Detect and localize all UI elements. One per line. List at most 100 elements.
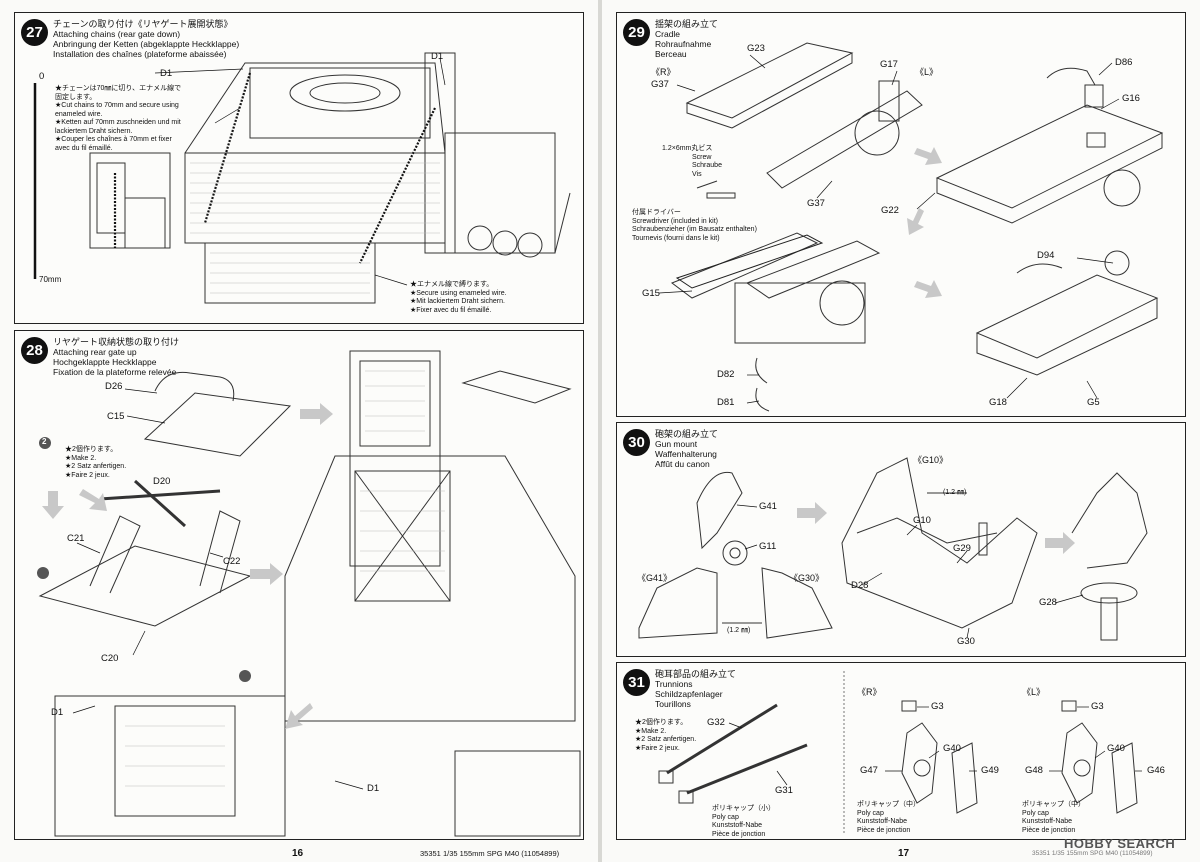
step-number: 29 — [623, 19, 650, 46]
part-label-g32: G32 — [707, 717, 725, 728]
step-30-drawing — [638, 457, 1148, 641]
part-label-d26: D26 — [105, 381, 123, 392]
step-title-jp: チェーンの取り付け《リヤゲート展開状態》 — [53, 19, 233, 29]
part-label-g47: G47 — [860, 765, 878, 776]
part-label-g49: G49 — [981, 765, 999, 776]
part-label-g46: G46 — [1147, 765, 1165, 776]
step-28-drawing — [37, 350, 581, 837]
part-label-g10: G10 — [913, 515, 931, 526]
bracket-r: 《R》 — [651, 67, 676, 77]
step-title-de: Schildzapfenlager — [655, 689, 723, 699]
part-label-g37: G37 — [807, 198, 825, 209]
part-label-g3: G3 — [931, 701, 944, 712]
step-31-drawing — [658, 671, 1142, 835]
bracket-r: 《R》 — [857, 687, 882, 697]
step-number: 30 — [623, 429, 650, 456]
step-title-de: Waffenhalterung — [655, 449, 717, 459]
part-label-g3: G3 — [1091, 701, 1104, 712]
make-2-note: ★2個作ります。 ★Make 2. ★2 Satz anfertigen. ★F… — [65, 446, 127, 479]
part-label-g31: G31 — [775, 785, 793, 796]
part-label-d94: D94 — [1037, 250, 1055, 261]
left-page: 27 チェーンの取り付け《リヤゲート展開状態》 Attaching chains… — [0, 0, 598, 862]
part-label-g41: G41 — [759, 501, 777, 512]
step-title-en: Gun mount — [655, 439, 698, 449]
step-29-drawing — [658, 42, 1164, 412]
polycap-mid-note: ポリキャップ（中） Poly cap Kunststoff-Nabe Pièce… — [857, 801, 920, 834]
part-label-d1: D1 — [160, 68, 173, 79]
step-number: 31 — [623, 669, 650, 696]
step-27-header: 27 チェーンの取り付け《リヤゲート展開状態》 Attaching chains… — [21, 19, 239, 59]
step-number: 27 — [21, 19, 48, 46]
step-31-header: 31 砲耳部品の組み立て Trunnions Schildzapfenlager… — [623, 669, 736, 709]
part-label-g16: G16 — [1122, 93, 1140, 104]
step-title-en: Trunnions — [655, 679, 693, 689]
part-label-g11: G11 — [759, 541, 777, 552]
step-29-header: 29 揺架の組み立て Cradle Rohraufnahme Berceau — [623, 19, 718, 59]
polycap-small-note: ポリキャップ（小） Poly cap Kunststoff-Nabe Pièce… — [712, 805, 775, 838]
part-label-g30: G30 — [957, 636, 975, 647]
screwdriver-note: 付属ドライバー Screwdriver (included in kit) Sc… — [632, 209, 757, 242]
bracket-l: 《L》 — [1022, 687, 1046, 697]
step-31-panel: 31 砲耳部品の組み立て Trunnions Schildzapfenlager… — [616, 662, 1186, 840]
part-label-d81: D81 — [717, 397, 735, 408]
page-number: 17 — [898, 848, 910, 859]
wire-note: ★エナメル線で縛ります。 ★Secure using enameled wire… — [410, 281, 507, 314]
part-label-g17: G17 — [880, 59, 898, 70]
part-label-g28: G28 — [1039, 597, 1057, 608]
page-gutter — [598, 0, 602, 862]
part-label-g15: G15 — [642, 288, 660, 299]
part-label-d20: D20 — [153, 476, 171, 487]
right-page: 29 揺架の組み立て Cradle Rohraufnahme Berceau — [602, 0, 1200, 862]
step-title-en: Attaching chains (rear gate down) — [53, 29, 181, 39]
step-title-jp: リヤゲート収納状態の取り付け — [53, 337, 180, 347]
part-label-g22: G22 — [881, 205, 899, 216]
part-label-g48: G48 — [1025, 765, 1043, 776]
ruler-top-label: 0 — [39, 71, 45, 82]
step-title-fr: Installation des chaînes (plateforme aba… — [53, 49, 227, 59]
part-label-g23: G23 — [747, 43, 765, 54]
ruler-bottom-label: 70mm — [39, 275, 62, 284]
screw-note: 1.2×6mm丸ビス Screw Schraube Vis — [662, 145, 722, 178]
part-label-c21: C21 — [67, 533, 85, 544]
bracket-g30: 《G30》 — [789, 573, 825, 583]
step-27-panel: 27 チェーンの取り付け《リヤゲート展開状態》 Attaching chains… — [14, 12, 584, 324]
step-title-de: Rohraufnahme — [655, 39, 712, 49]
step-30-panel: 30 砲架の組み立て Gun mount Waffenhalterung Aff… — [616, 422, 1186, 657]
step-title-jp: 砲架の組み立て — [655, 429, 719, 439]
footer-product-code: 35351 1/35 155mm SPG M40 (11054899) — [1032, 850, 1153, 857]
part-label-g29: G29 — [953, 543, 971, 554]
part-label-c15: C15 — [107, 411, 125, 422]
part-label-d82: D82 — [717, 369, 735, 380]
polycap-mid-note: ポリキャップ（中） Poly cap Kunststoff-Nabe Pièce… — [1022, 801, 1085, 834]
bracket-g41: 《G41》 — [637, 573, 673, 583]
part-label-d1: D1 — [431, 51, 444, 62]
step-28-header: 28 リヤゲート収納状態の取り付け Attaching rear gate up… — [21, 337, 179, 377]
step-title-jp: 砲耳部品の組み立て — [655, 669, 737, 679]
step-title-fr: Berceau — [655, 49, 687, 59]
part-label-g18: G18 — [989, 397, 1007, 408]
step-title-en: Attaching rear gate up — [53, 347, 137, 357]
dimension-label: (1.2 ㎜) — [727, 627, 751, 634]
step-30-header: 30 砲架の組み立て Gun mount Waffenhalterung Aff… — [623, 429, 718, 469]
step-title-de: Anbringung der Ketten (abgeklappte Heckk… — [53, 39, 240, 49]
chain-ruler — [33, 52, 571, 304]
footer-product-code: 35351 1/35 155mm SPG M40 (11054899) — [420, 849, 560, 858]
part-label-d1: D1 — [367, 783, 380, 794]
step-title-fr: Tourillons — [655, 699, 691, 709]
part-label-c20: C20 — [101, 653, 119, 664]
badge-make-2: 2 — [42, 437, 47, 446]
step-title-en: Cradle — [655, 29, 681, 39]
step-title-jp: 揺架の組み立て — [655, 19, 719, 29]
step-title-de: Hochgeklappte Heckklappe — [53, 357, 157, 367]
part-label-g37: G37 — [651, 79, 669, 90]
part-label-g40: G40 — [943, 743, 961, 754]
bracket-l: 《L》 — [915, 67, 939, 77]
dimension-label: (1.2 ㎜) — [943, 489, 967, 496]
bracket-g10: 《G10》 — [913, 455, 949, 465]
step-28-panel: 28 リヤゲート収納状態の取り付け Attaching rear gate up… — [14, 330, 584, 840]
part-label-d1: D1 — [51, 707, 64, 718]
part-label-g40: G40 — [1107, 743, 1125, 754]
watermark-logo: HOBBY SEARCH — [1064, 836, 1176, 851]
part-label-c22: C22 — [223, 556, 241, 567]
page-number: 16 — [292, 848, 304, 859]
